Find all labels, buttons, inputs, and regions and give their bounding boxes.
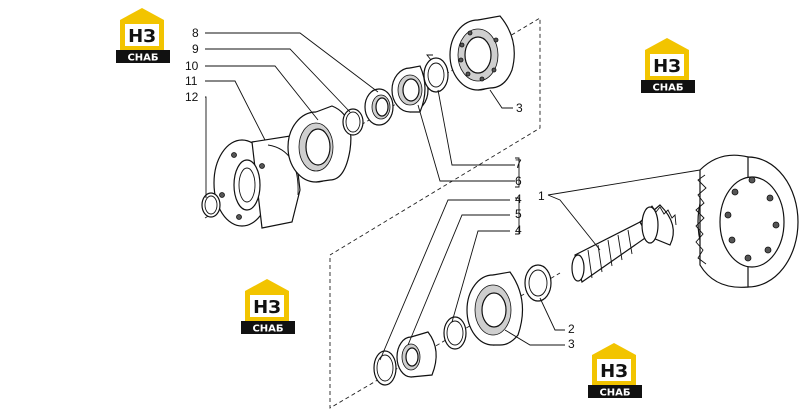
callout-4-bottom: 4 <box>515 223 522 237</box>
svg-text:НЗ: НЗ <box>653 56 681 77</box>
callout-6: 6 <box>515 174 522 188</box>
seal-part <box>287 105 352 183</box>
washer-part <box>524 264 552 302</box>
upper-bearing-part <box>449 15 515 91</box>
svg-text:НЗ: НЗ <box>600 361 628 382</box>
tab-washer-part <box>423 54 449 93</box>
leader-lines <box>205 32 701 361</box>
lower-assembly-boundary <box>329 258 561 409</box>
svg-text:СНАБ: СНАБ <box>599 388 630 399</box>
watermark-logo-mid-left: НЗ СНАБ <box>241 279 295 335</box>
svg-text:СНАБ: СНАБ <box>652 83 683 94</box>
watermark-logo-top-left: НЗ СНАБ <box>116 8 170 64</box>
callout-7: 7 <box>515 157 522 171</box>
spacer-part <box>364 88 394 126</box>
svg-text:СНАБ: СНАБ <box>252 324 283 335</box>
pinion-shaft-part <box>571 204 677 283</box>
svg-text:СНАБ: СНАБ <box>127 53 158 64</box>
svg-text:НЗ: НЗ <box>253 297 281 318</box>
watermark-logo-bottom-right: НЗ СНАБ <box>588 343 642 399</box>
callout-9: 9 <box>192 42 199 56</box>
lower-bearing-part <box>466 271 524 346</box>
callout-1: 1 <box>538 189 545 203</box>
shim-part <box>373 350 397 386</box>
callout-11: 11 <box>185 74 198 88</box>
callout-3-upper: 3 <box>516 101 523 115</box>
svg-text:НЗ: НЗ <box>128 26 156 47</box>
callout-5: 5 <box>515 207 522 221</box>
callout-8: 8 <box>192 26 199 40</box>
snap-ring-part <box>201 192 221 218</box>
callout-4-top: 4 <box>515 192 522 206</box>
ring-nut-part <box>391 65 429 113</box>
shim-part-2 <box>443 316 467 350</box>
callout-12: 12 <box>185 90 199 104</box>
crown-gear-part <box>695 154 799 288</box>
callout-2: 2 <box>568 322 575 336</box>
watermark-logo-top-right: НЗ СНАБ <box>641 38 695 94</box>
callout-10: 10 <box>185 59 199 73</box>
lower-spacer-part <box>396 331 437 378</box>
flange-part <box>213 135 301 229</box>
callout-3-lower: 3 <box>568 337 575 351</box>
o-ring-part <box>342 108 364 136</box>
